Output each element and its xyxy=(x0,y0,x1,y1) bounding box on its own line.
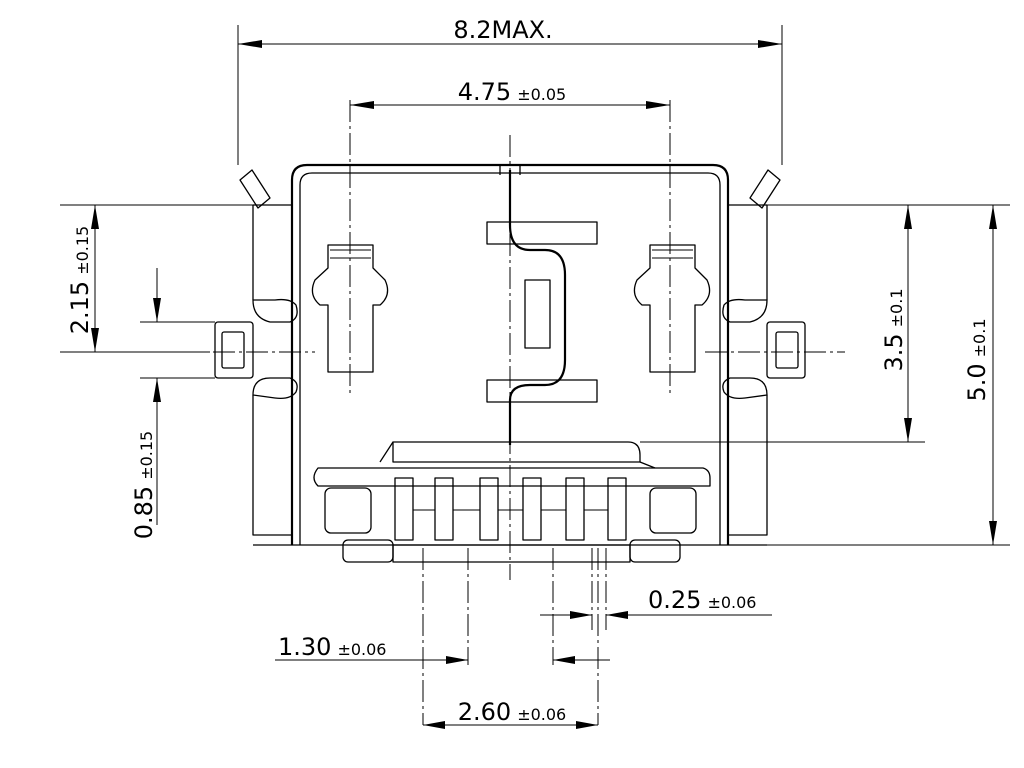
dim-tab-height-tol: ±0.15 xyxy=(137,431,156,480)
dim-pin-pitch: 1.30 ±0.06 xyxy=(275,633,610,664)
dim-slot-spacing-value: 4.75 xyxy=(458,78,511,106)
dim-top-offset: 2.15 ±0.15 xyxy=(60,204,255,353)
dim-overall-height: 5.0 ±0.1 xyxy=(728,205,1010,546)
svg-text:0.25±0.06: 0.25 ±0.06 xyxy=(648,586,756,614)
dim-overall-width-suffix: MAX. xyxy=(491,16,552,44)
svg-text:0.85±0.15: 0.85 ±0.15 xyxy=(130,431,158,539)
svg-text:1.30±0.06: 1.30 ±0.06 xyxy=(278,633,386,661)
dim-pin-width: 0.25 ±0.06 xyxy=(540,586,772,619)
dim-pin-span: 2.60 ±0.06 xyxy=(423,698,598,729)
dim-tab-height: 0.85 ±0.15 xyxy=(130,268,215,539)
svg-text:3.5±0.1: 3.5 ±0.1 xyxy=(880,288,908,371)
right-slot xyxy=(633,244,711,373)
dim-overall-height-value: 5.0 xyxy=(963,363,991,401)
dim-slot-spacing-tol: ±0.05 xyxy=(517,85,566,104)
dim-inner-height-value: 3.5 xyxy=(880,333,908,371)
dim-inner-height: 3.5 ±0.1 xyxy=(640,204,1010,443)
dim-pin-span-tol: ±0.06 xyxy=(517,705,566,724)
dim-inner-height-tol: ±0.1 xyxy=(887,288,906,327)
dim-top-offset-value: 2.15 xyxy=(66,281,94,334)
dim-pin-pitch-tol: ±0.06 xyxy=(337,640,386,659)
svg-text:2.60±0.06: 2.60 ±0.06 xyxy=(458,698,566,726)
svg-text:4.75±0.05: 4.75 ±0.05 xyxy=(458,78,566,106)
svg-text:2.15±0.15: 2.15 ±0.15 xyxy=(66,226,94,334)
dim-pin-pitch-value: 1.30 xyxy=(278,633,331,661)
dim-pin-width-value: 0.25 xyxy=(648,586,701,614)
dim-overall-width-value: 8.2 xyxy=(453,16,491,44)
dim-overall-height-tol: ±0.1 xyxy=(970,318,989,357)
pin-platform xyxy=(313,441,711,563)
dim-slot-spacing: 4.75 ±0.05 xyxy=(350,78,670,109)
center-lines xyxy=(180,100,845,725)
dim-tab-height-value: 0.85 xyxy=(130,486,158,539)
svg-text:8.2MAX.: 8.2MAX. xyxy=(453,16,552,44)
svg-text:5.0±0.1: 5.0 ±0.1 xyxy=(963,318,991,401)
dim-overall-width: 8.2MAX. xyxy=(237,16,783,165)
dim-pin-span-value: 2.60 xyxy=(458,698,511,726)
dim-top-offset-tol: ±0.15 xyxy=(73,226,92,275)
center-spring xyxy=(486,170,598,445)
dim-pin-width-tol: ±0.06 xyxy=(707,593,756,612)
